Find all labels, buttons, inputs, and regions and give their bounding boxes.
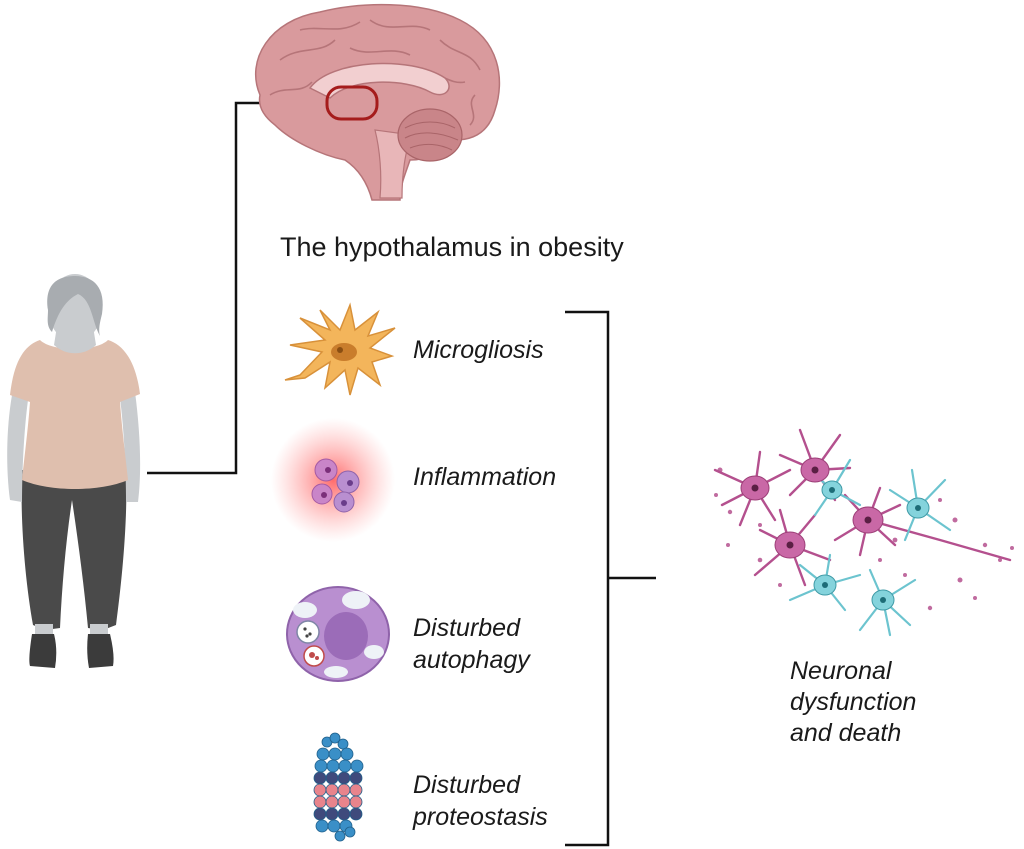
factor-label-microgliosis: Microgliosis <box>413 336 544 364</box>
factor-label-inflammation: Inflammation <box>413 463 557 491</box>
diagram-title: The hypothalamus in obesity <box>280 232 624 262</box>
outcome-label: Neuronal dysfunction and death <box>790 657 917 747</box>
inflammation-cells-icon <box>271 418 395 542</box>
factor-label-autophagy: Disturbed autophagy <box>413 614 530 674</box>
brain-icon <box>255 3 501 201</box>
autophagy-cell-icon <box>286 586 390 682</box>
factors-bracket <box>565 310 610 847</box>
shirt <box>10 340 140 489</box>
factor-label-proteostasis: Disturbed proteostasis <box>413 771 548 831</box>
pants <box>21 468 127 630</box>
microglia-cell-icon <box>284 302 396 396</box>
arrow-person-to-brain <box>147 94 324 475</box>
left-shoe <box>29 634 57 668</box>
hypothalamus-highlight <box>325 85 379 121</box>
hair <box>47 276 103 336</box>
protein-aggregate-icon <box>313 732 364 842</box>
person-figure <box>7 274 141 668</box>
neurons-icon <box>713 428 1014 637</box>
right-shoe <box>87 634 114 668</box>
